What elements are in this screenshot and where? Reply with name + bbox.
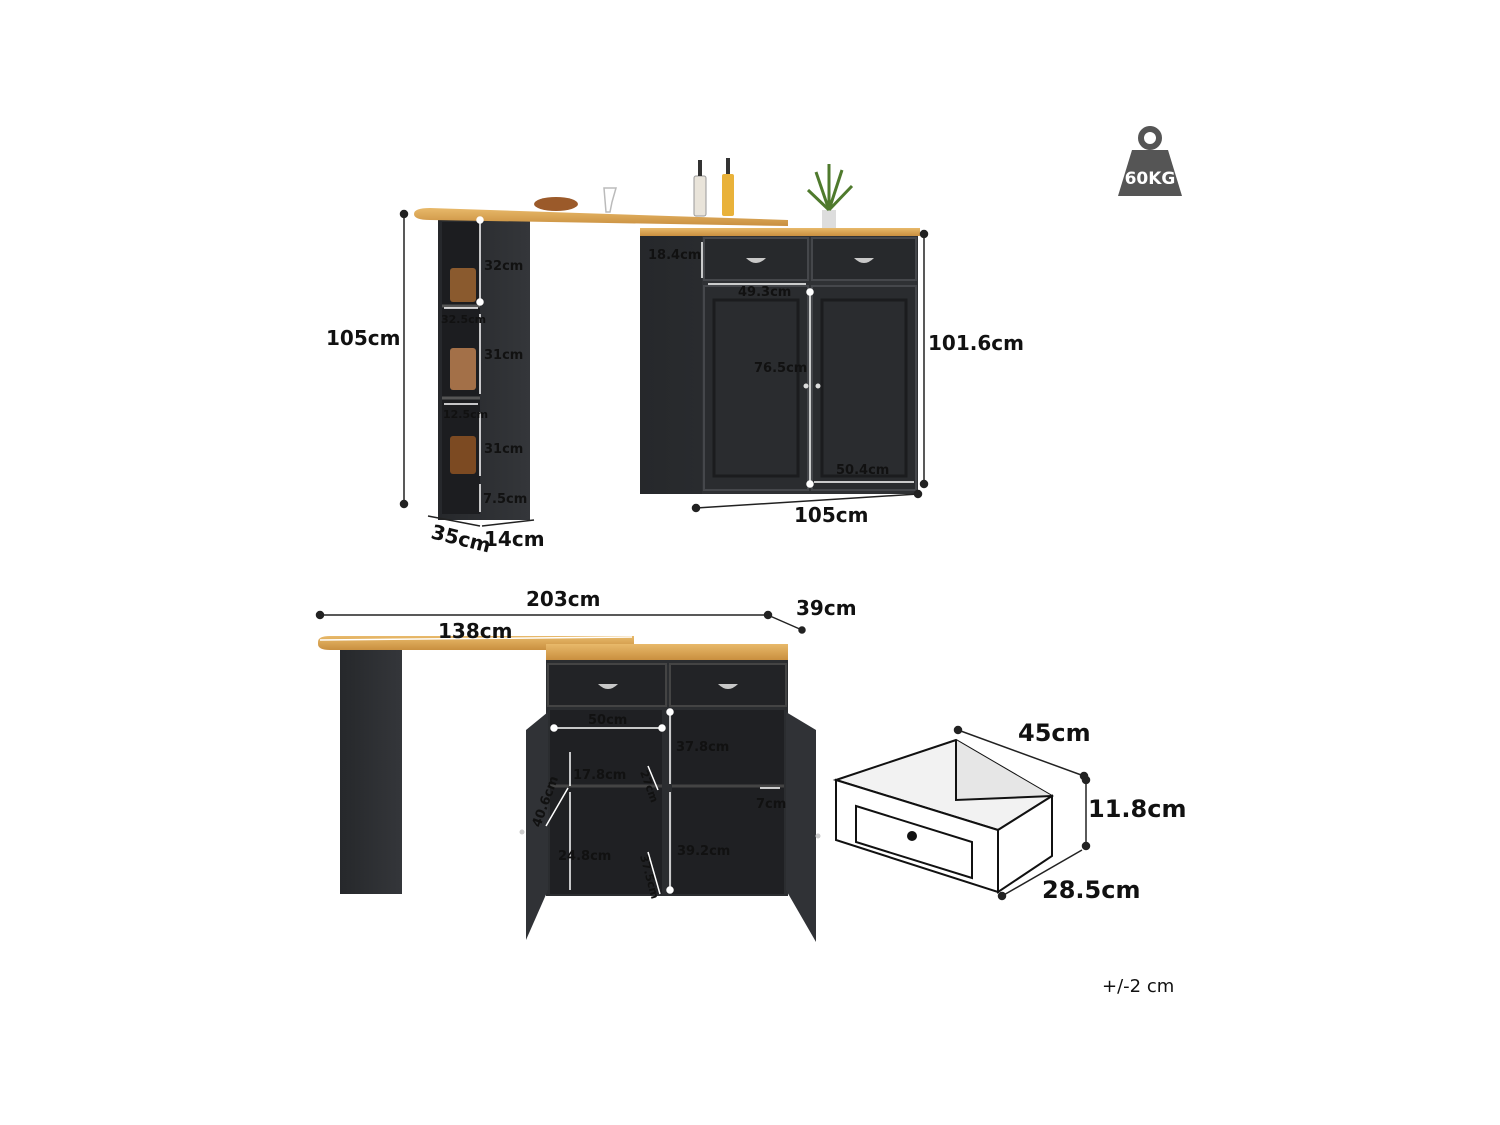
drawer-width-label: 45cm — [1018, 719, 1091, 747]
tolerance-note: +/-2 cm — [1102, 976, 1174, 997]
overall-height-label: 105cm — [326, 326, 400, 350]
drawer-handle-icon — [598, 684, 618, 689]
inner-width-label: 50cm — [588, 713, 627, 728]
top-view-inner-dims — [444, 216, 914, 512]
bar-countertop — [414, 208, 788, 226]
open-door-left — [526, 712, 548, 940]
total-depth-label: 39cm — [796, 596, 857, 620]
top-width-label: 138cm — [438, 619, 512, 643]
cabinet-door-left — [703, 285, 809, 491]
shelf-depth-label: 12.5cm — [443, 408, 488, 421]
cabinet-height-label: 101.6cm — [928, 331, 1024, 355]
shelf-depth-label: 32.5cm — [441, 313, 486, 326]
lower-height-label: 24.8cm — [558, 849, 611, 864]
shelf-height-label: 31cm — [484, 442, 523, 457]
bottom-view-dimension-lines — [315, 610, 806, 641]
open-door-right — [786, 712, 816, 942]
drawer-handle-icon — [854, 258, 874, 263]
shelf-height-label: 17.8cm — [573, 768, 626, 783]
weight-icon — [1118, 126, 1182, 196]
drawer-height-label: 11.8cm — [1088, 795, 1186, 823]
shelf-jars — [450, 268, 476, 474]
bottom-view-inner-dims — [545, 708, 780, 895]
drawer-handle-icon — [746, 258, 766, 263]
bottom-view-furniture — [318, 636, 821, 942]
drawer-dimension-lines — [953, 725, 1091, 901]
shelf-height-label: 31cm — [484, 348, 523, 363]
top-view-dimension-lines — [399, 209, 929, 527]
cabinet-top-open — [546, 644, 788, 660]
shelf-height-label: 32cm — [484, 259, 523, 274]
drawer-width-label: 49.3cm — [738, 285, 791, 300]
total-width-label: 203cm — [526, 587, 600, 611]
weight-label: 60KG — [1125, 169, 1176, 189]
drawer-depth-label: 28.5cm — [1042, 876, 1140, 904]
drawer-illustration — [832, 738, 1054, 894]
table-leg-panel — [340, 650, 402, 894]
side-depth-label: 7cm — [756, 797, 786, 812]
base-height-label: 7.5cm — [483, 492, 527, 507]
door-height-label: 76.5cm — [754, 361, 807, 376]
cabinet-door-right — [811, 285, 917, 491]
shelf-width-label: 14cm — [484, 527, 545, 551]
drawer-handle-icon — [718, 684, 738, 689]
lower-height-right-label: 39.2cm — [677, 844, 730, 859]
cabinet-width-label: 105cm — [794, 503, 868, 527]
drawer-height-label: 18.4cm — [648, 248, 701, 263]
countertop-decor — [534, 158, 854, 228]
cabinet-countertop — [640, 228, 920, 236]
drawer-knob-icon — [907, 831, 917, 841]
door-width-label: 50.4cm — [836, 463, 889, 478]
upper-height-label: 37.8cm — [676, 740, 729, 755]
weight-badge: 60KG — [1118, 126, 1182, 196]
